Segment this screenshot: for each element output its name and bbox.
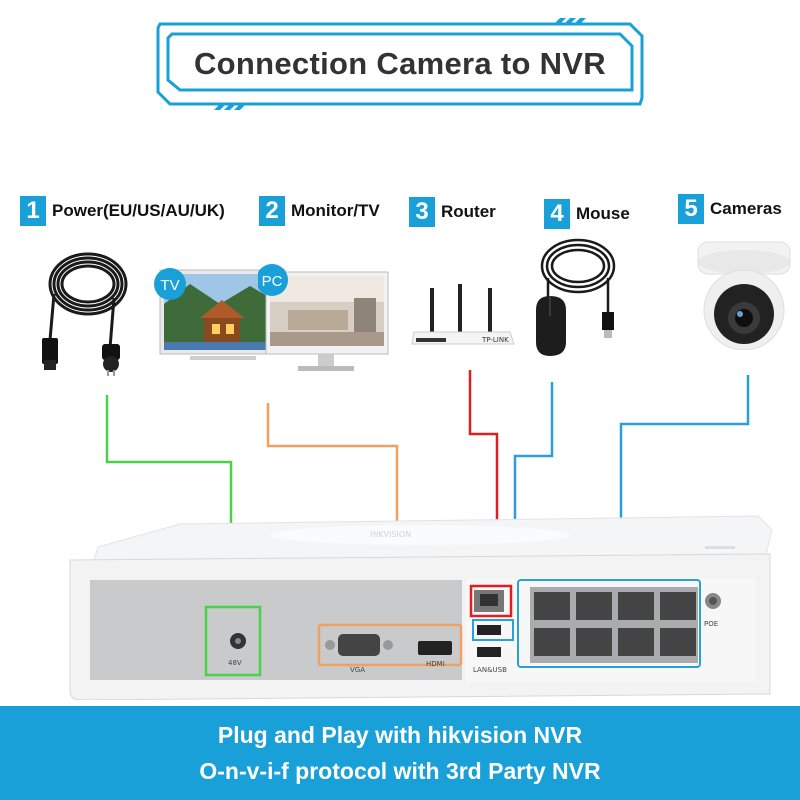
item-number: 5 — [678, 194, 704, 224]
item-power: 1 Power(EU/US/AU/UK) — [20, 196, 225, 226]
banner-line-2: O-n-v-i-f protocol with 3rd Party NVR — [199, 753, 600, 789]
vga-port-label: VGA — [350, 666, 365, 674]
item-cameras: 5 Cameras — [678, 194, 782, 224]
item-number: 2 — [259, 196, 285, 226]
item-label: Power(EU/US/AU/UK) — [52, 201, 225, 221]
banner-line-1: Plug and Play with hikvision NVR — [218, 717, 582, 753]
pc-monitor-icon: PC — [258, 262, 393, 377]
item-mouse: 4 Mouse — [544, 199, 630, 229]
pc-badge: PC — [262, 273, 283, 290]
item-monitor: 2 Monitor/TV — [259, 196, 380, 226]
mouse-icon — [528, 232, 628, 362]
tv-badge: TV — [160, 277, 179, 294]
item-router: 3 Router — [409, 197, 496, 227]
poe-port-label: POE — [704, 620, 718, 628]
lan-usb-port-label: LAN&USB — [473, 666, 507, 674]
nvr-brand-logo: HIKVISION — [370, 530, 411, 539]
router-brand: TP-LINK — [481, 336, 509, 344]
title-frame: Connection Camera to NVR — [150, 18, 650, 110]
bottom-banner: Plug and Play with hikvision NVR O-n-v-i… — [0, 706, 800, 800]
power-cable-icon — [30, 248, 130, 378]
router-icon: TP-LINK — [410, 282, 520, 354]
hdmi-port-label: HDMI — [426, 660, 445, 668]
item-label: Mouse — [576, 204, 630, 224]
item-label: Cameras — [710, 199, 782, 219]
item-label: Router — [441, 202, 496, 222]
item-number: 1 — [20, 196, 46, 226]
dome-camera-icon — [690, 232, 798, 350]
page-title: Connection Camera to NVR — [150, 18, 650, 110]
item-label: Monitor/TV — [291, 201, 380, 221]
poe-ports — [530, 587, 698, 663]
item-number: 4 — [544, 199, 570, 229]
power-port-label: 48V — [228, 659, 242, 667]
item-number: 3 — [409, 197, 435, 227]
